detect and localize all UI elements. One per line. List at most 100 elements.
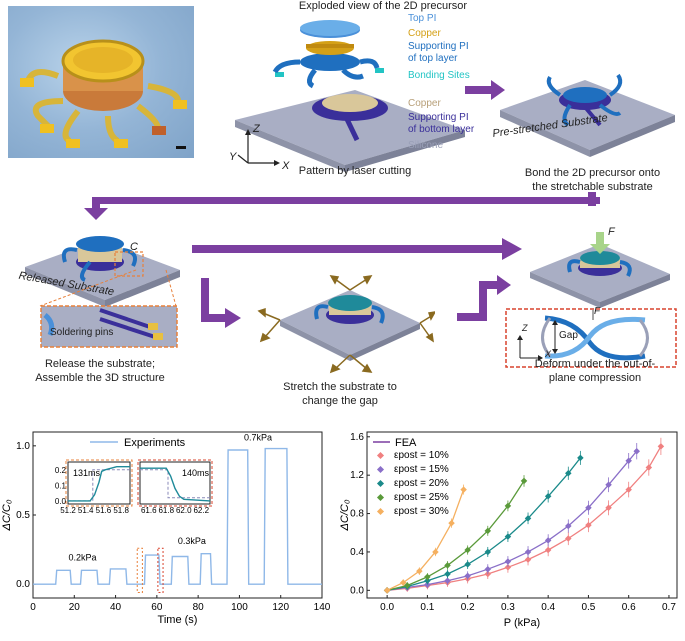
xyz-axes-top <box>237 129 280 166</box>
inset-guide <box>140 469 210 499</box>
arrow-middle-long <box>192 238 522 260</box>
data-point <box>424 577 431 584</box>
y-tick-label: 0.8 <box>350 509 364 520</box>
gap-label: Gap <box>559 330 578 341</box>
legend-series-label: εpost = 10% <box>394 450 449 461</box>
legend-marker <box>376 451 385 460</box>
inset-frame <box>139 461 211 505</box>
x-tick-label: 0.7 <box>662 602 676 613</box>
data-point <box>464 546 471 554</box>
inset-x-tick-label: 51.2 <box>60 506 76 515</box>
inset-x-tick-label: 62.2 <box>193 506 209 515</box>
x-tick-label: 20 <box>69 602 81 613</box>
legend-marker <box>376 465 385 474</box>
legend-marker <box>376 479 385 488</box>
legend-marker <box>376 493 385 502</box>
layer-label-copper-bottom: Copper <box>408 98 441 109</box>
y-tick-label: 1.6 <box>350 432 364 443</box>
fea-curve <box>387 450 638 591</box>
inset-y-tick-label: 0.2 <box>55 466 67 475</box>
y-tick-label: 0.5 <box>16 510 30 521</box>
data-point <box>444 577 451 584</box>
inset-time-label: 131ms <box>73 468 101 478</box>
stretch-substrate-diagram <box>257 275 435 374</box>
device-photo-svg <box>20 39 187 149</box>
y-axis-label: ΔC/C₀ <box>340 499 351 531</box>
inset-border <box>137 459 213 507</box>
axis-x-top: X <box>282 160 290 172</box>
fea-curve <box>386 489 465 591</box>
arrow-to-deform <box>457 275 511 321</box>
y-tick-label: 1.0 <box>16 441 30 452</box>
x-tick-label: 0.6 <box>622 602 636 613</box>
legend-label: Experiments <box>124 437 186 449</box>
axis-z-top: Z <box>253 123 260 135</box>
legend-fea-label: FEA <box>395 437 417 449</box>
inset-trace <box>68 466 130 502</box>
x-tick-label: 120 <box>272 602 289 613</box>
layer-label-supporting-pi-bottom: Supporting PI of bottom layer <box>408 112 475 135</box>
inset-x-tick-label: 51.8 <box>113 506 129 515</box>
data-point <box>565 535 572 542</box>
inset-x-tick-label: 62.0 <box>176 506 192 515</box>
x-tick-label: 0.2 <box>461 602 475 613</box>
deformed-device-diagram <box>530 232 670 308</box>
data-point <box>432 548 439 556</box>
data-point <box>520 477 528 485</box>
layer-label-copper-top: Copper <box>408 28 441 39</box>
data-point <box>484 565 492 573</box>
released-substrate-diagram <box>25 236 180 307</box>
legend-series-label: εpost = 25% <box>394 492 449 503</box>
inset-y-tick-label: 0.1 <box>55 481 67 490</box>
arrow-return <box>84 192 600 220</box>
x-tick-label: 140 <box>314 602 331 613</box>
data-point <box>504 558 512 565</box>
prestretched-substrate-diagram <box>500 73 675 157</box>
x-tick-label: 0.1 <box>420 602 434 613</box>
y-tick-label: 0.0 <box>16 579 30 590</box>
x-tick-label: 100 <box>231 602 248 613</box>
data-point <box>524 548 532 556</box>
y-tick-label: 0.4 <box>350 547 364 558</box>
data-point <box>504 502 512 510</box>
plot-frame <box>32 431 323 599</box>
inset-y-tick-label: 0.0 <box>55 497 67 506</box>
data-point <box>444 570 451 578</box>
y-tick-label: 0.0 <box>350 585 364 596</box>
inset-x-tick-label: 61.6 <box>141 506 157 515</box>
x-tick-label: 0.3 <box>501 602 515 613</box>
soldering-inset <box>40 305 178 348</box>
x-tick-label: 0 <box>30 602 36 613</box>
inset-x-tick-label: 51.4 <box>78 506 94 515</box>
x-tick-label: 60 <box>151 602 163 613</box>
x-axis-label: Time (s) <box>158 614 198 626</box>
bond-caption: Bond the 2D precursor onto the stretchab… <box>524 167 661 193</box>
arrow-to-stretch <box>201 278 241 328</box>
arrow-to-prestretched <box>465 80 505 100</box>
caption-deform: Deform under the out-of- plane compressi… <box>534 358 656 384</box>
legend-series-label: εpost = 15% <box>394 464 449 475</box>
layer-label-bonding-sites: Bonding Sites <box>408 70 470 81</box>
data-point <box>657 443 665 450</box>
data-point <box>399 579 407 586</box>
plot-frame <box>366 431 678 599</box>
inset-x-tick-label: 61.8 <box>158 506 174 515</box>
pressure-annotation: 0.7kPa <box>244 432 272 442</box>
y-axis-label: ΔC/C₀ <box>1 499 13 531</box>
caption-release: Release the substrate; Assemble the 3D s… <box>35 358 165 384</box>
inset-time-label: 140ms <box>182 468 210 478</box>
force-label-top: F <box>608 226 615 238</box>
c-label: C <box>130 241 138 253</box>
exploded-title: Exploded view of the 2D precursor <box>298 0 468 12</box>
y-tick-label: 1.2 <box>350 470 364 481</box>
legend-series-label: εpost = 20% <box>394 478 449 489</box>
inset-x-tick-label: 51.6 <box>96 506 112 515</box>
x-tick-label: 80 <box>193 602 205 613</box>
data-point <box>504 564 512 571</box>
deform-inset <box>505 308 677 368</box>
pattern-caption: Pattern by laser cutting <box>298 165 412 177</box>
inset-trace <box>140 467 211 502</box>
pressure-annotation: 0.3kPa <box>178 536 206 546</box>
